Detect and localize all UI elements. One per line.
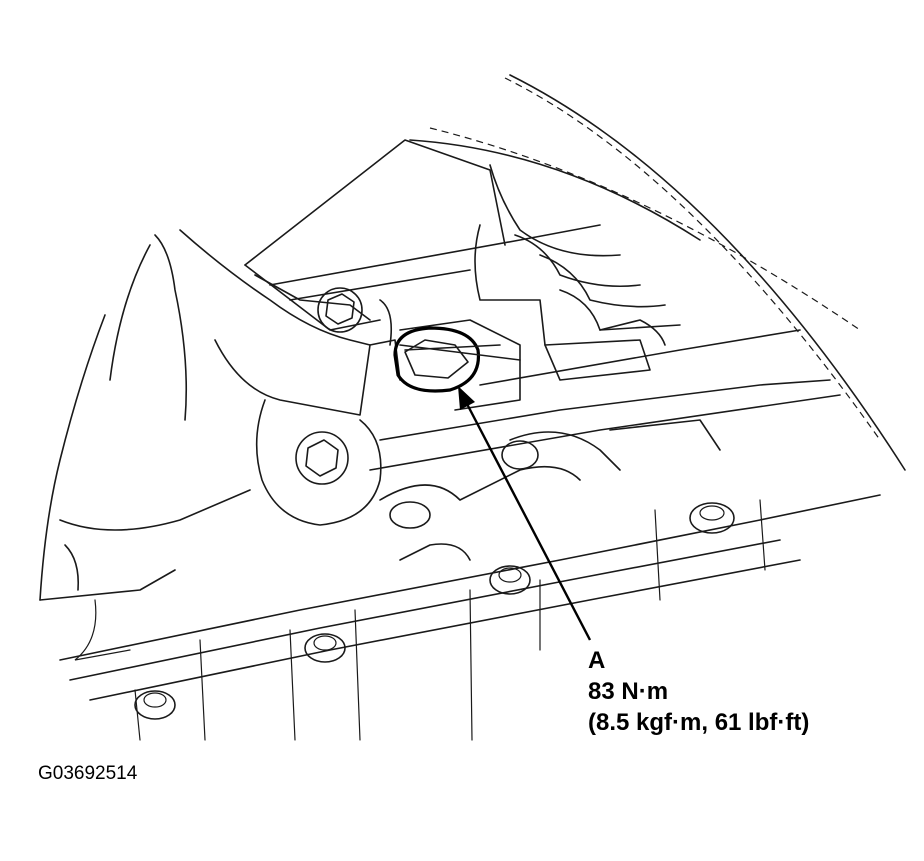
mount-bolt-lower bbox=[295, 431, 349, 485]
bolt-a bbox=[393, 326, 521, 393]
torque-alt-units: (8.5 kgf·m, 61 lbf·ft) bbox=[588, 709, 810, 736]
torque-callout: A 83 N·m (8.5 kgf·m, 61 lbf·ft) bbox=[588, 645, 809, 738]
callout-leader-arrow bbox=[458, 386, 592, 641]
pan-bolt-3 bbox=[489, 565, 531, 595]
pan-bolt-2 bbox=[304, 633, 346, 663]
oil-pan bbox=[59, 379, 881, 741]
left-housing bbox=[39, 244, 251, 661]
pan-bolt-4 bbox=[689, 502, 735, 534]
pan-bolt-1 bbox=[134, 690, 176, 720]
mount-bracket bbox=[154, 139, 506, 526]
figure-code: G03692514 bbox=[38, 763, 138, 784]
pan-boss bbox=[389, 440, 539, 529]
mount-bolt-upper bbox=[317, 287, 363, 333]
body-outline-curves bbox=[409, 74, 906, 471]
torque-value: 83 N·m bbox=[588, 678, 669, 705]
callout-letter: A bbox=[588, 647, 606, 674]
central-ribs bbox=[269, 164, 801, 411]
